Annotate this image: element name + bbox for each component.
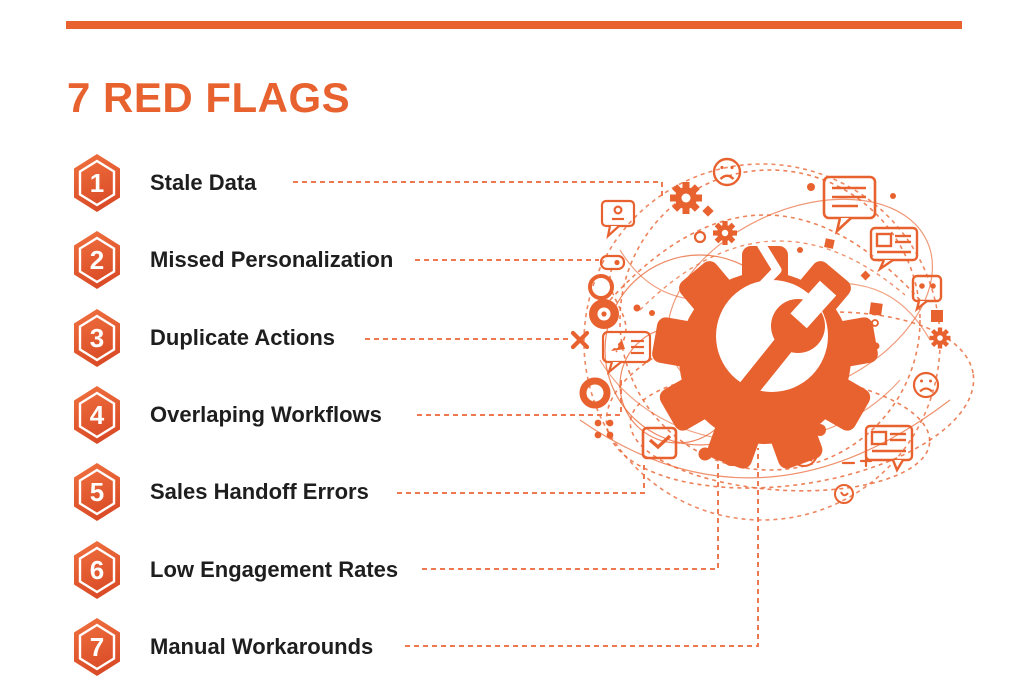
scatter-icons	[570, 157, 951, 504]
flag-label: Stale Data	[150, 170, 257, 195]
gear-icon	[713, 221, 737, 245]
list-item: 5 Sales Handoff Errors	[70, 462, 369, 522]
flag-label: Sales Handoff Errors	[150, 479, 369, 504]
page-title: 7 RED FLAGS	[67, 74, 351, 121]
hexagon-badge: 7	[74, 618, 120, 676]
badge-number: 5	[90, 477, 104, 507]
diamond	[860, 270, 871, 281]
list-item: 4 Overlaping Workflows	[70, 385, 382, 445]
checkbox-check-icon	[641, 426, 678, 460]
dot	[633, 304, 641, 312]
hexagon-badge: 3	[74, 309, 120, 367]
badge-number: 2	[90, 245, 104, 275]
dot	[814, 424, 826, 436]
dash-sparkle-icon	[841, 454, 873, 468]
connector-low-engagement	[422, 452, 719, 570]
top-accent-bar	[66, 21, 962, 29]
chat-dots-bubble-icon	[911, 274, 943, 313]
gear-icon	[929, 327, 951, 349]
card-speech-bubble-icon	[869, 226, 919, 273]
person-speech-bubble-icon	[600, 199, 636, 240]
dot	[698, 447, 712, 461]
dot	[890, 193, 896, 199]
tiny-planet-icon	[784, 425, 800, 435]
tag-pill-icon	[599, 254, 626, 271]
node-circle	[756, 428, 764, 436]
node-circle	[724, 452, 738, 466]
badge-number: 7	[90, 632, 104, 662]
flag-label: Low Engagement Rates	[150, 557, 399, 582]
flag-label: Manual Workarounds	[150, 634, 374, 659]
hexagon-badge: 5	[74, 463, 120, 521]
orbit-dashes	[579, 163, 975, 521]
diamond	[702, 205, 714, 217]
sad-face-icon	[712, 157, 742, 187]
list-item: 6 Low Engagement Rates	[70, 540, 398, 600]
headset-support-icon	[790, 439, 818, 467]
gear-icon	[670, 182, 702, 214]
wrench-icon	[718, 280, 837, 424]
square	[869, 302, 883, 316]
node-circle	[871, 319, 879, 327]
list-item: 2 Missed Personalization	[70, 230, 393, 290]
gear-crack	[751, 241, 782, 316]
card-speech-bubble-icon	[864, 424, 914, 473]
circle-curl-icon	[834, 484, 854, 504]
dot	[807, 183, 815, 191]
badge-number: 4	[90, 400, 105, 430]
sad-face-icon	[912, 371, 940, 399]
hexagon-badge: 2	[74, 231, 120, 289]
dot	[872, 342, 880, 350]
hexagon-badge: 6	[74, 541, 120, 599]
connector-sales-handoff	[397, 461, 645, 494]
node-circle	[693, 230, 707, 244]
connector-manual-workarounds	[405, 448, 759, 647]
square	[824, 238, 835, 249]
badge-number: 6	[90, 555, 104, 585]
list-item: 7 Manual Workarounds	[70, 617, 373, 677]
speech-bubble-lines-icon	[822, 175, 877, 235]
rocket-list-bubble-icon	[601, 330, 652, 376]
connector-overlaping-workflows	[417, 380, 622, 416]
flag-label: Missed Personalization	[150, 247, 394, 272]
badge-number: 3	[90, 323, 104, 353]
broken-gear-wrench-icon	[652, 241, 878, 469]
flag-label: Overlaping Workflows	[150, 402, 382, 427]
dot	[797, 247, 803, 253]
hexagon-badge: 1	[74, 154, 120, 212]
flag-label: Duplicate Actions	[150, 325, 335, 350]
badge-number: 1	[90, 168, 104, 198]
square	[931, 310, 943, 322]
x-mark-icon	[570, 330, 590, 350]
donut-ring-icon	[579, 377, 611, 409]
connector-stale-data	[293, 181, 663, 197]
dot	[649, 310, 655, 316]
list-item: 1 Stale Data	[70, 153, 256, 213]
x-petals-icon	[594, 419, 614, 439]
hexagon-badge: 4	[74, 386, 120, 444]
record-circles-icon	[588, 274, 619, 329]
list-item: 3 Duplicate Actions	[70, 308, 335, 368]
